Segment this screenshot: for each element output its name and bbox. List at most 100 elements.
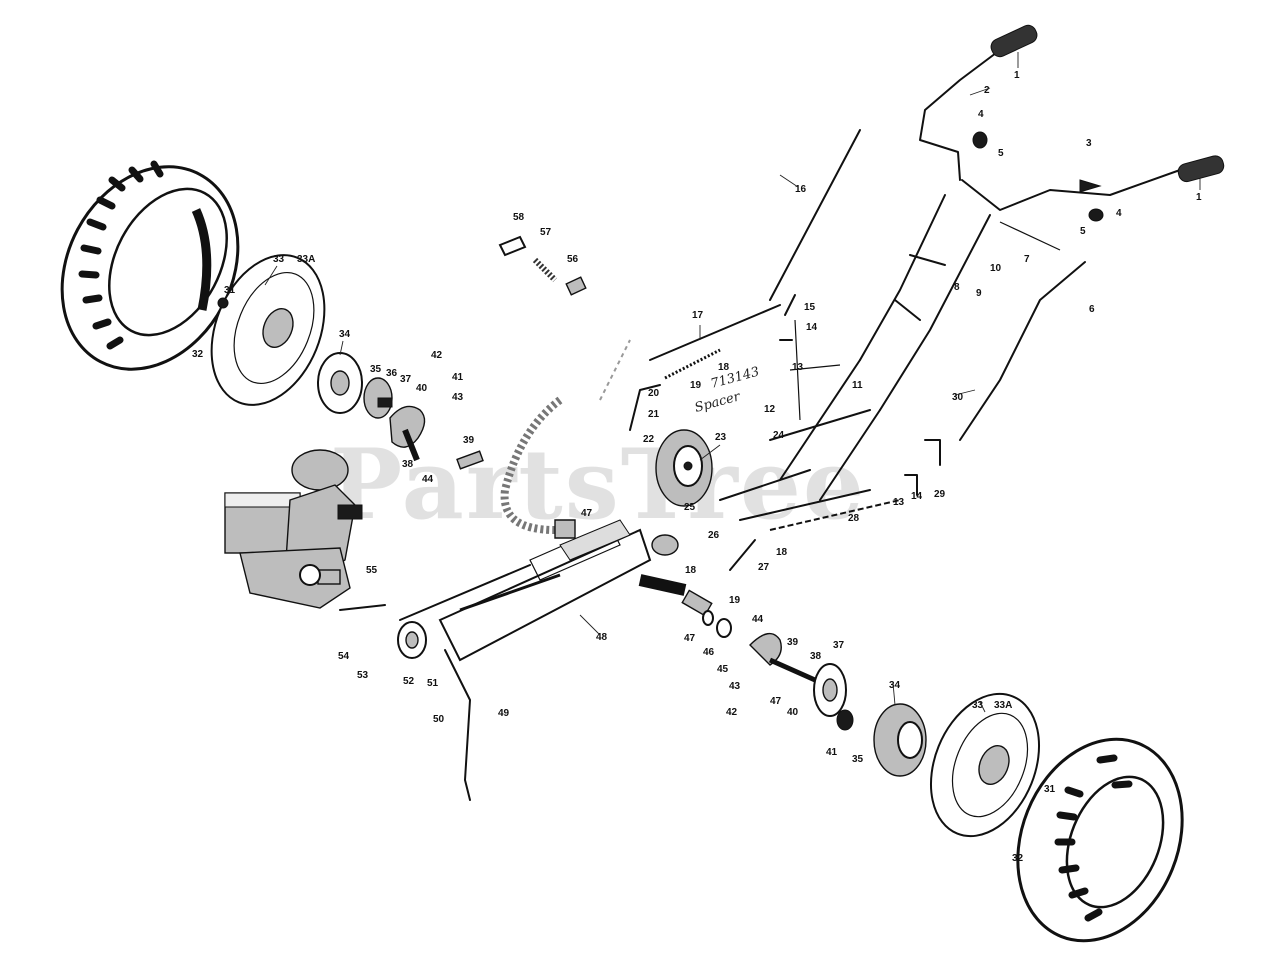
callout-label: 41	[452, 372, 464, 383]
callout-label: 13	[792, 362, 804, 373]
callout-label: 48	[596, 632, 608, 643]
callout-label: 30	[952, 392, 964, 403]
callout-label: 36	[386, 368, 398, 379]
callout-label: 20	[648, 388, 660, 399]
part-callout-labels: 1 1 2 3 4 4 5 5 6 7 8 9 10 11 12 13 13 1…	[192, 70, 1202, 864]
callout-label: 15	[804, 302, 816, 313]
callout-label: 57	[540, 227, 552, 238]
callout-label: 34	[889, 680, 901, 691]
callout-label: 47	[581, 508, 593, 519]
callout-label: 11	[852, 380, 863, 391]
callout-label: 19	[690, 380, 702, 391]
handle-assembly	[719, 24, 1225, 501]
callout-label: 13	[893, 497, 905, 508]
leader-lines	[264, 52, 1201, 713]
callout-label: 16	[795, 184, 807, 195]
handwritten-note-spacer: Spacer	[693, 389, 742, 416]
callout-label: 25	[684, 502, 696, 513]
right-hub-assembly	[749, 632, 927, 777]
watermark: PartsTree	[330, 428, 866, 541]
callout-label: 50	[433, 714, 445, 725]
left-wheel-rim	[210, 254, 326, 406]
callout-label: 7	[1024, 254, 1030, 265]
right-tire	[1016, 737, 1184, 943]
callout-label: 52	[403, 676, 415, 687]
callout-label: 46	[703, 647, 715, 658]
callout-label: 55	[366, 565, 378, 576]
callout-label: 47	[770, 696, 782, 707]
callout-label: 40	[787, 707, 799, 718]
callout-label: 18	[718, 362, 730, 373]
pulley-small	[651, 534, 679, 556]
callout-label: 21	[648, 409, 660, 420]
callout-label: 9	[976, 288, 982, 299]
callout-label: 44	[422, 474, 434, 485]
callout-label: 34	[339, 329, 351, 340]
callout-label: 19	[729, 595, 741, 606]
callout-label: 33A	[994, 700, 1012, 711]
callout-label: 27	[758, 562, 770, 573]
callout-label: 41	[826, 747, 838, 758]
callout-label: 14	[911, 491, 923, 502]
callout-label: 24	[773, 430, 785, 441]
callout-label: 44	[752, 614, 764, 625]
callout-label: 38	[402, 459, 414, 470]
callout-label: 31	[224, 285, 236, 296]
callout-label: 2	[984, 85, 990, 96]
callout-label: 1	[1196, 192, 1202, 203]
control-rods	[339, 129, 1086, 801]
callout-label: 6	[1089, 304, 1095, 315]
callout-label: 45	[717, 664, 729, 675]
callout-label: 28	[848, 513, 860, 524]
callout-label: 39	[787, 637, 799, 648]
callout-label: 31	[1044, 784, 1056, 795]
callout-label: 58	[513, 212, 525, 223]
callout-label: 37	[400, 374, 412, 385]
callout-label: 26	[708, 530, 720, 541]
callout-label: 3	[1086, 138, 1092, 149]
callout-label: 37	[833, 640, 845, 651]
callout-label: 18	[685, 565, 697, 576]
callout-label: 40	[416, 383, 428, 394]
drive-chain	[500, 339, 631, 534]
callout-label: 17	[692, 310, 704, 321]
callout-label: 39	[463, 435, 475, 446]
callout-label: 18	[776, 547, 788, 558]
callout-label: 33A	[297, 254, 315, 265]
callout-label: 33	[972, 700, 984, 711]
callout-label: 54	[338, 651, 350, 662]
callout-label: 42	[726, 707, 738, 718]
callout-label: 33	[273, 254, 285, 265]
callout-label: 32	[192, 349, 204, 360]
callout-label: 38	[810, 651, 822, 662]
callout-label: 35	[370, 364, 382, 375]
callout-label: 8	[954, 282, 960, 293]
callout-label: 56	[567, 254, 579, 265]
engine	[224, 449, 363, 609]
callout-label: 22	[643, 434, 655, 445]
callout-label: 35	[852, 754, 864, 765]
callout-label: 4	[1116, 208, 1122, 219]
callout-label: 49	[498, 708, 510, 719]
callout-label: 47	[684, 633, 696, 644]
handwritten-note-part-number: 713143	[709, 365, 761, 392]
pulley-large	[655, 429, 713, 507]
callout-label: 53	[357, 670, 369, 681]
callout-label: 1	[1014, 70, 1020, 81]
callout-label: 14	[806, 322, 818, 333]
callout-label: 5	[998, 148, 1004, 159]
callout-label: 12	[764, 404, 776, 415]
callout-label: 51	[427, 678, 439, 689]
callout-label: 4	[978, 109, 984, 120]
callout-label: 10	[990, 263, 1002, 274]
chassis-frame	[397, 519, 652, 662]
callout-label: 43	[729, 681, 741, 692]
callout-label: 29	[934, 489, 946, 500]
callout-label: 43	[452, 392, 464, 403]
callout-label: 32	[1012, 853, 1024, 864]
callout-label: 23	[715, 432, 727, 443]
callout-label: 42	[431, 350, 443, 361]
left-hub-assembly	[317, 352, 484, 470]
